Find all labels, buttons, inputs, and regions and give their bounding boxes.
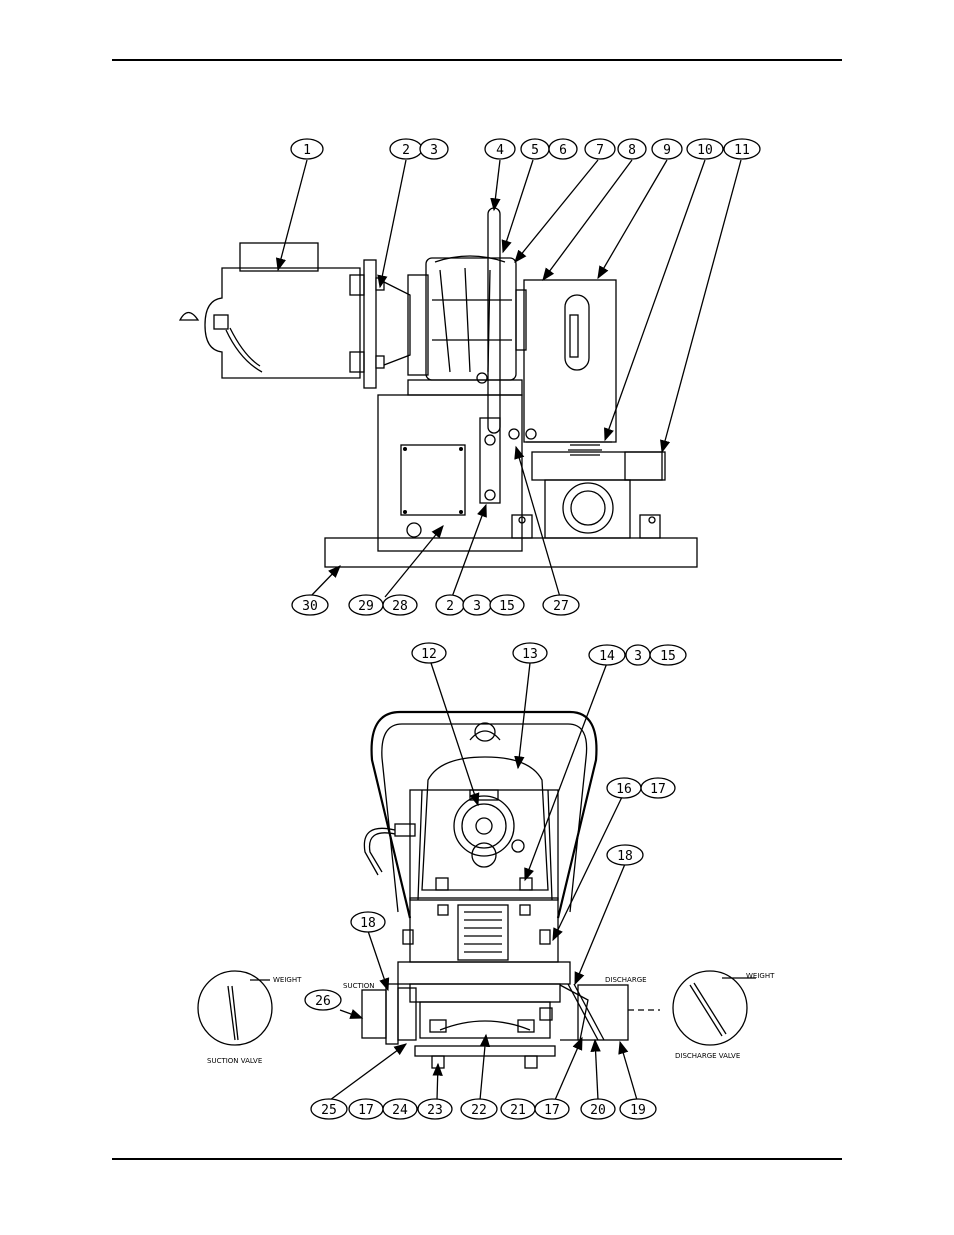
svg-text:14: 14 — [599, 649, 615, 664]
svg-text:12: 12 — [421, 647, 437, 662]
svg-text:17: 17 — [358, 1103, 374, 1118]
side-elevation-view — [180, 208, 697, 567]
weight-left-label: WEIGHT — [273, 976, 302, 984]
balloon: 18 — [351, 912, 385, 932]
svg-text:10: 10 — [697, 143, 713, 158]
svg-text:15: 15 — [660, 649, 676, 664]
balloon: 11 — [724, 139, 760, 159]
balloon: 24 — [383, 1099, 417, 1119]
svg-text:18: 18 — [360, 916, 376, 931]
discharge-valve-detail — [673, 971, 756, 1045]
balloon: 16 — [607, 778, 641, 798]
balloon: 6 — [549, 139, 577, 159]
balloon: 3 — [463, 595, 491, 615]
svg-text:24: 24 — [392, 1103, 408, 1118]
balloon: 26 — [305, 990, 341, 1010]
svg-text:16: 16 — [616, 782, 632, 797]
balloon: 14 — [589, 645, 625, 665]
svg-text:13: 13 — [522, 647, 538, 662]
svg-text:28: 28 — [392, 599, 408, 614]
balloon: 23 — [418, 1099, 452, 1119]
svg-text:2: 2 — [402, 143, 410, 158]
balloon: 3 — [420, 139, 448, 159]
svg-text:23: 23 — [427, 1103, 443, 1118]
svg-text:11: 11 — [734, 143, 750, 158]
balloon: 28 — [383, 595, 417, 615]
balloon: 17 — [535, 1099, 569, 1119]
svg-text:3: 3 — [634, 649, 642, 664]
balloon: 8 — [618, 139, 646, 159]
svg-text:7: 7 — [596, 143, 604, 158]
balloon: 15 — [490, 595, 524, 615]
svg-text:21: 21 — [510, 1103, 526, 1118]
svg-text:4: 4 — [496, 143, 504, 158]
balloon: 13 — [513, 643, 547, 663]
balloon: 17 — [349, 1099, 383, 1119]
balloon: 21 — [501, 1099, 535, 1119]
balloon: 5 — [521, 139, 549, 159]
svg-text:1: 1 — [303, 143, 311, 158]
svg-text:30: 30 — [302, 599, 318, 614]
svg-text:18: 18 — [617, 849, 633, 864]
balloon: 15 — [650, 645, 686, 665]
svg-text:20: 20 — [590, 1103, 606, 1118]
end-elevation-view — [198, 712, 756, 1068]
balloon: 29 — [349, 595, 383, 615]
svg-text:9: 9 — [663, 143, 671, 158]
bottom-leader-lines — [330, 663, 637, 1100]
svg-text:17: 17 — [650, 782, 666, 797]
svg-text:3: 3 — [473, 599, 481, 614]
svg-text:25: 25 — [321, 1103, 337, 1118]
balloon: 25 — [311, 1099, 347, 1119]
balloon: 20 — [581, 1099, 615, 1119]
svg-text:5: 5 — [531, 143, 539, 158]
balloon: 1 — [291, 139, 323, 159]
balloon: 2 — [436, 595, 464, 615]
balloon: 3 — [626, 645, 650, 665]
svg-text:22: 22 — [471, 1103, 487, 1118]
svg-text:17: 17 — [544, 1103, 560, 1118]
suction-valve-label: SUCTION VALVE — [207, 1057, 262, 1065]
svg-text:19: 19 — [630, 1103, 646, 1118]
balloon: 17 — [641, 778, 675, 798]
svg-text:27: 27 — [553, 599, 569, 614]
suction-valve-detail — [198, 971, 272, 1045]
bottom-balloons: 12 13 14 3 15 16 17 18 18 26 25 17 24 23… — [305, 643, 686, 1119]
balloon: 9 — [652, 139, 682, 159]
svg-text:15: 15 — [499, 599, 515, 614]
discharge-label: DISCHARGE — [605, 976, 647, 984]
balloon: 27 — [543, 595, 579, 615]
svg-text:2: 2 — [446, 599, 454, 614]
svg-text:3: 3 — [430, 143, 438, 158]
balloon: 22 — [461, 1099, 497, 1119]
balloon: 12 — [412, 643, 446, 663]
balloon: 7 — [585, 139, 615, 159]
balloon: 18 — [607, 845, 643, 865]
weight-right-label: WEIGHT — [746, 972, 775, 980]
svg-text:6: 6 — [559, 143, 567, 158]
balloon: 19 — [620, 1099, 656, 1119]
balloon: 2 — [390, 139, 422, 159]
svg-text:29: 29 — [358, 599, 374, 614]
balloon: 4 — [485, 139, 515, 159]
svg-text:8: 8 — [628, 143, 636, 158]
balloon: 10 — [687, 139, 723, 159]
svg-text:26: 26 — [315, 994, 331, 1009]
suction-label: SUCTION — [343, 982, 375, 990]
balloon: 30 — [292, 595, 328, 615]
discharge-valve-label: DISCHARGE VALVE — [675, 1052, 740, 1060]
top-balloons: 1 2 3 4 5 6 7 8 9 10 11 30 29 28 2 3 15 … — [291, 139, 760, 615]
